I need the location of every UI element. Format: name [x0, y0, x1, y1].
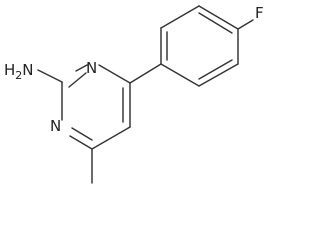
bond-n3-c4 [98, 64, 131, 84]
amine-subscript: 2 [15, 69, 22, 82]
bond-c2-n3 [75, 64, 88, 72]
bond-n3-c2-inner [68, 72, 87, 88]
bond-ph5-ph6 [198, 63, 239, 87]
bond-c5-c6 [91, 126, 131, 150]
chemical-structure: H2N N N F [4, 4, 264, 184]
bond-c2-nh2 [37, 69, 63, 83]
bond-ph3-ph4 [198, 5, 239, 30]
bond-ph5-ph6-inner [198, 59, 233, 80]
amine-nitrogen: N [22, 61, 33, 79]
ring-nitrogen-lower-label: N [50, 117, 61, 135]
structure-canvas: H2N N N F [4, 4, 264, 184]
bond-ph2-ph3 [160, 5, 200, 29]
bond-ph6-ph1 [160, 63, 200, 87]
bond-c4-phenyl [129, 63, 162, 84]
fluorine-label: F [255, 4, 264, 22]
amine-label: H2N [4, 61, 34, 82]
bond-c6-n1-inner [71, 127, 93, 141]
bond-c6-n1 [69, 135, 93, 150]
ring-nitrogen-upper-label: N [86, 59, 97, 77]
bond-ph4-fluorine [237, 19, 254, 30]
amine-hydrogen: H [4, 61, 15, 79]
bond-ph3-ph4-inner [198, 12, 233, 34]
